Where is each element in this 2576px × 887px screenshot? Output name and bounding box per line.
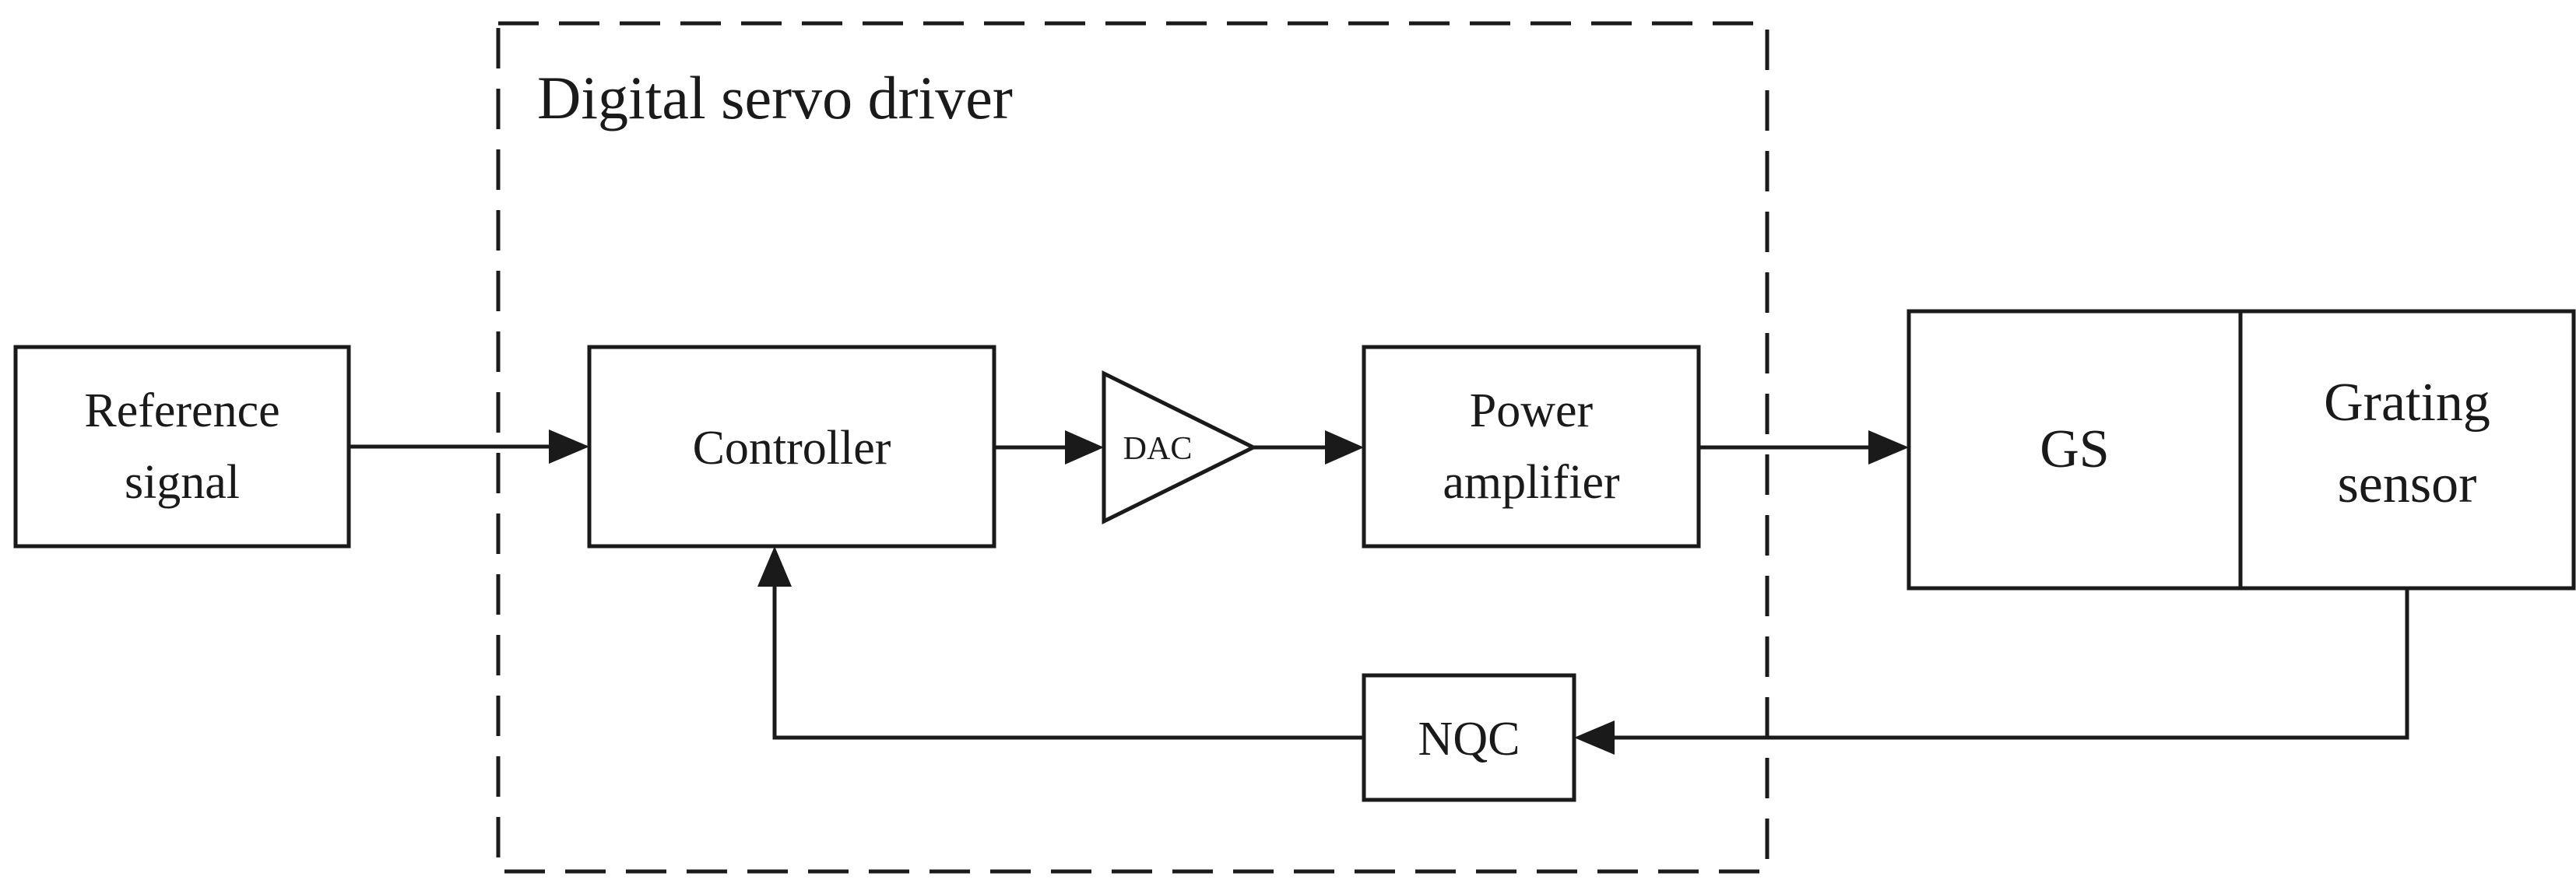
dac-block: DAC [1102, 370, 1258, 525]
controller-block: Controller [587, 345, 996, 549]
arrow-into-controller-feedback [757, 546, 792, 587]
nqc-block: NQC [1362, 673, 1576, 802]
power-amplifier-block: Power amplifier [1362, 345, 1701, 549]
controller-label: Controller [693, 422, 891, 475]
grating-label-line1: Grating [2324, 373, 2490, 433]
grating-label-line2: sensor [2338, 454, 2477, 514]
gs-label: GS [2040, 419, 2109, 479]
arrow-into-gs [1868, 430, 1909, 465]
reference-label-line1: Reference [84, 384, 279, 437]
arrow-into-controller [549, 429, 589, 464]
boundary-label: Digital servo driver [537, 64, 1013, 131]
arrow-into-nqc [1574, 720, 1615, 755]
gs-grating-block: GS Grating sensor [1907, 309, 2576, 591]
amplifier-label-line1: Power [1470, 384, 1594, 437]
arrow-into-dac [1065, 430, 1104, 465]
digital-servo-driver-boundary [496, 21, 1769, 874]
reference-label-line2: signal [125, 456, 240, 509]
dac-label: DAC [1123, 431, 1193, 467]
wire-sensor-nqc [1611, 588, 2409, 740]
nqc-label: NQC [1418, 713, 1520, 766]
amplifier-label-line2: amplifier [1443, 456, 1620, 509]
reference-signal-block: Reference signal [13, 345, 351, 549]
arrow-into-amplifier [1325, 430, 1364, 465]
wire-nqc-controller [772, 584, 1364, 740]
